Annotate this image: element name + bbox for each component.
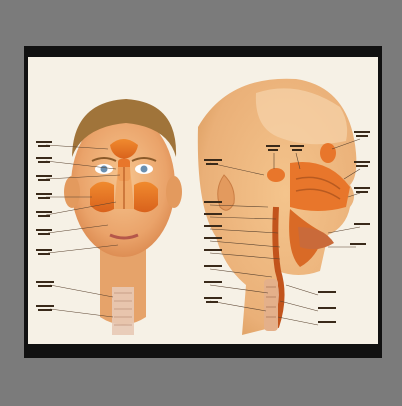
sagittal-head-figure — [198, 79, 370, 335]
image-frame — [24, 46, 382, 358]
anatomy-illustration-svg — [28, 57, 378, 344]
front-face-figure — [36, 99, 182, 335]
anatomy-illustration — [28, 57, 378, 344]
